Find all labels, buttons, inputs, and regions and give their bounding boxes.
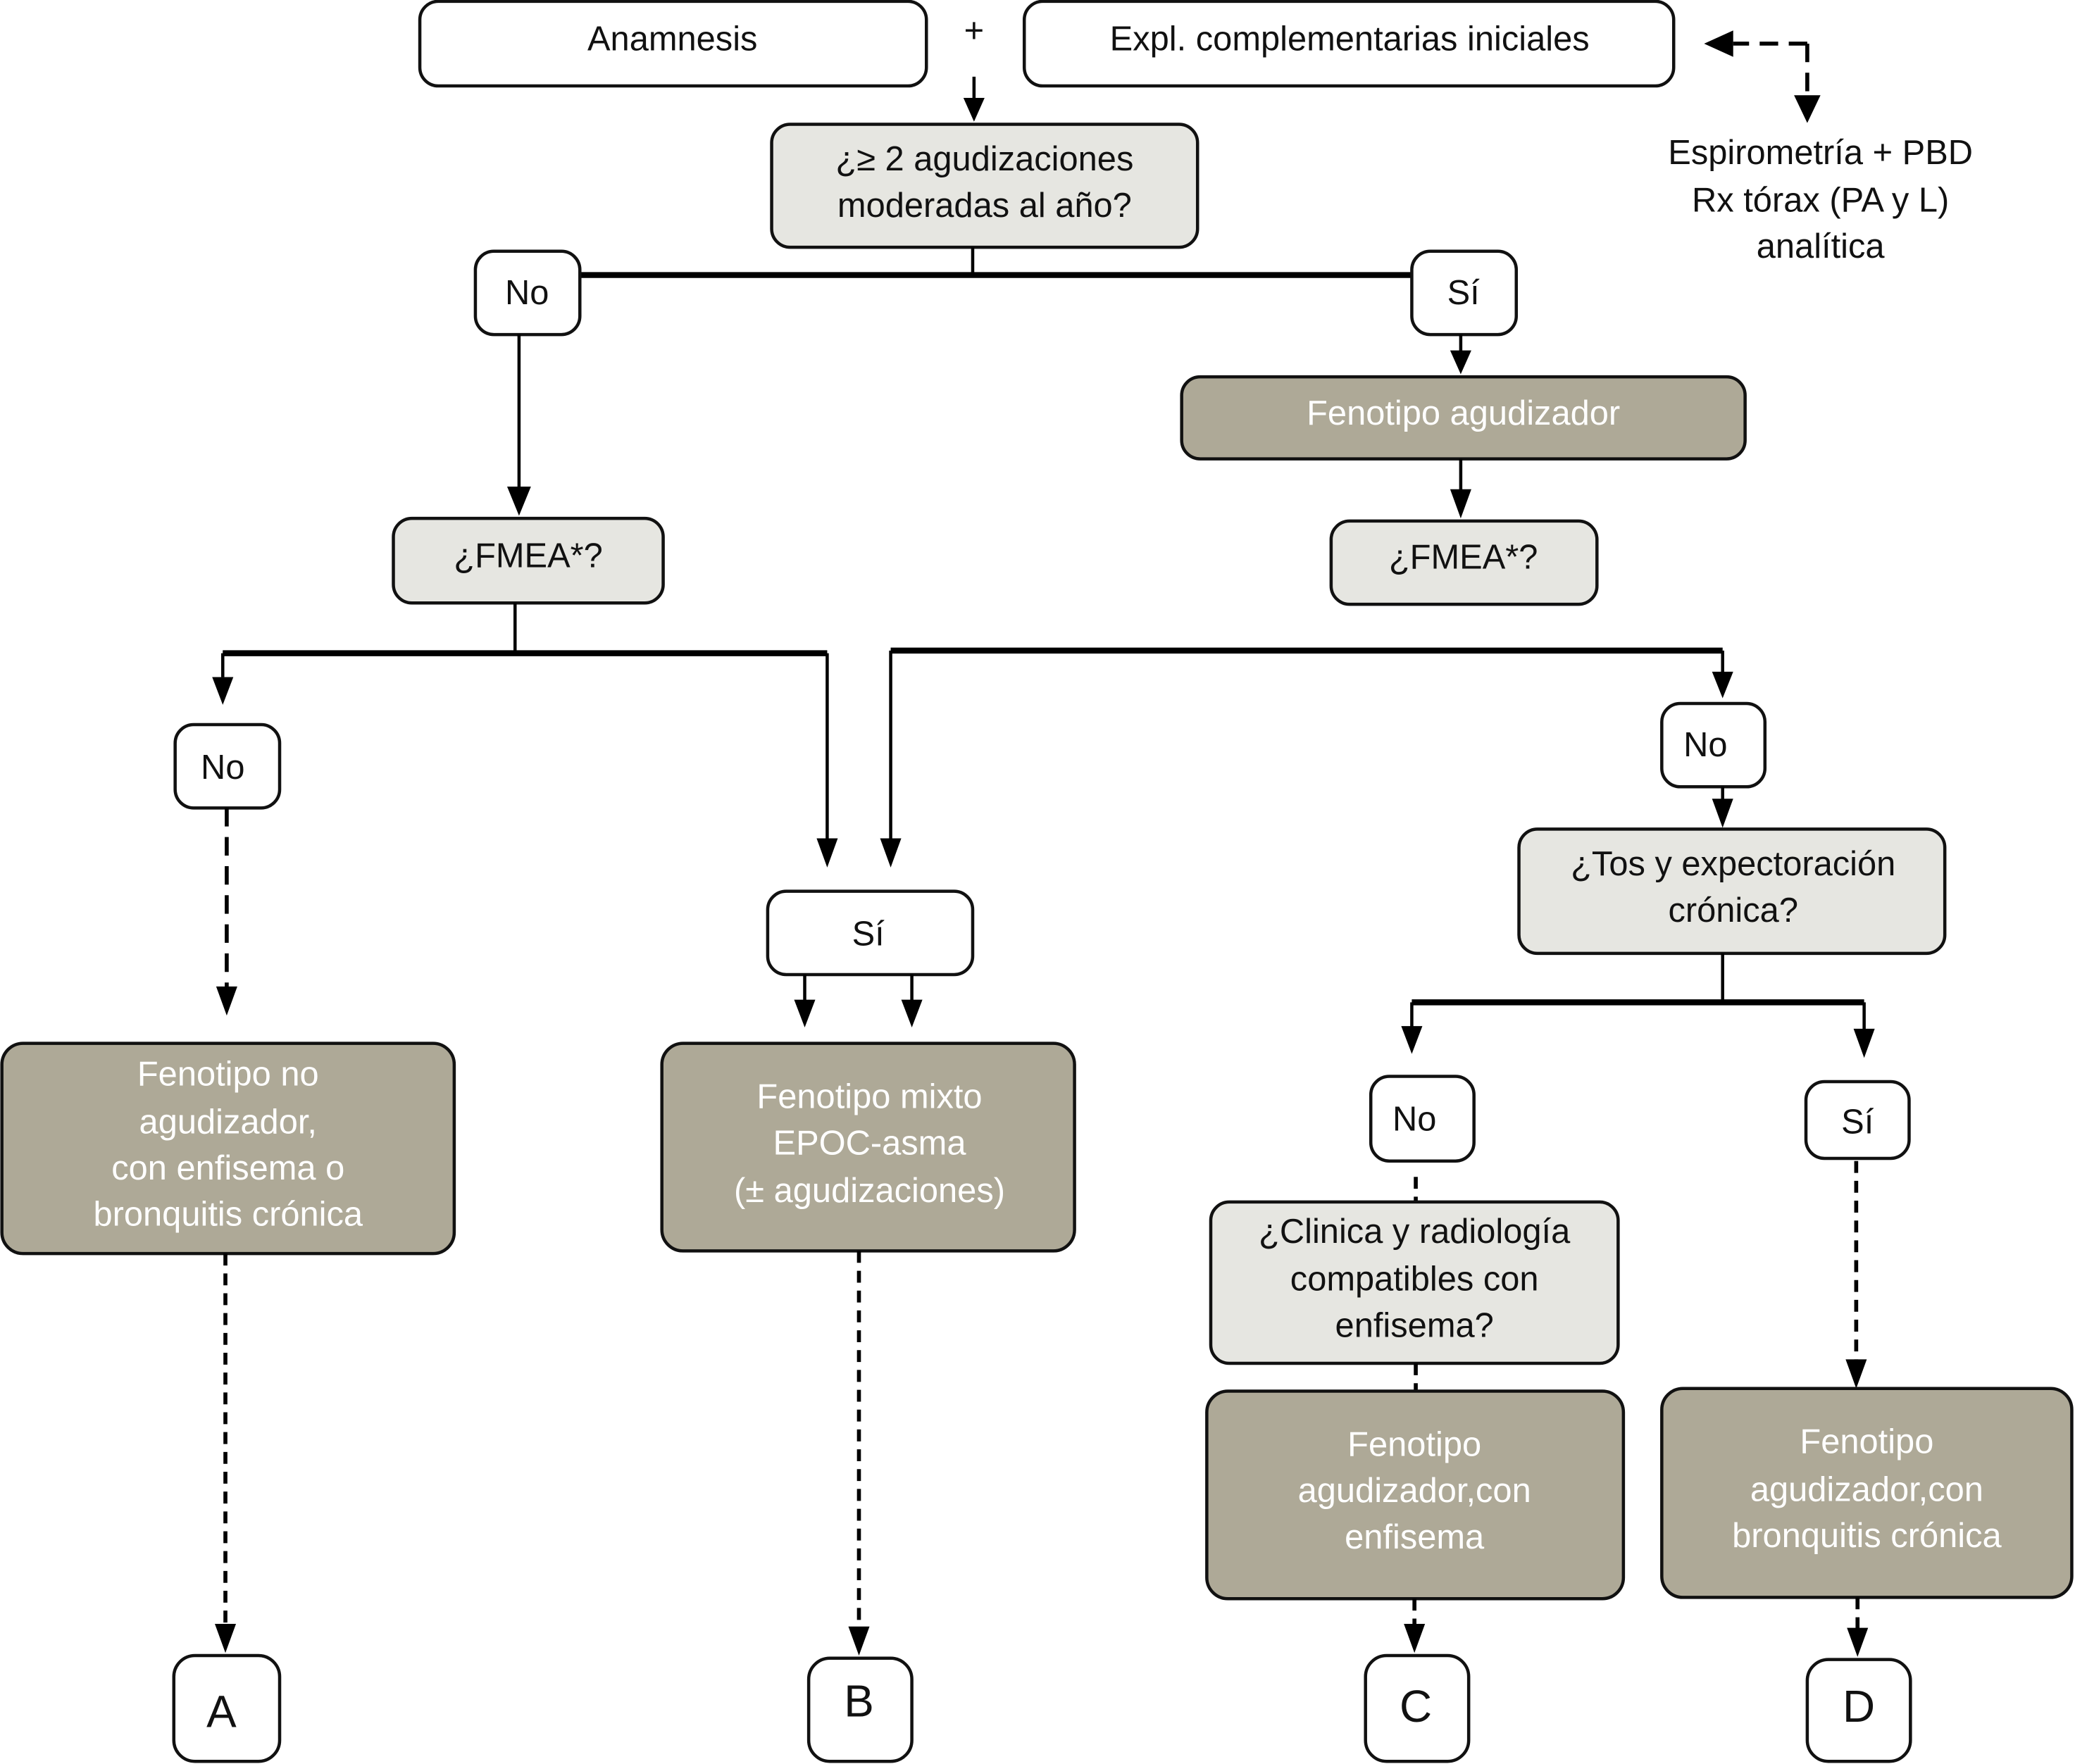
question-line: ¿≥ 2 agudizaciones bbox=[835, 140, 1133, 178]
result-line: Fenotipo bbox=[1800, 1423, 1933, 1461]
result-line: (± agudizaciones) bbox=[734, 1172, 1005, 1210]
arrowhead-down bbox=[1853, 1028, 1875, 1058]
question-line: crónica? bbox=[1668, 892, 1798, 930]
arrowhead-down bbox=[1845, 1359, 1867, 1389]
arrowhead-left bbox=[1704, 30, 1733, 57]
tos-no-node: No bbox=[1369, 1075, 1476, 1163]
connector-top-to-q1 bbox=[963, 76, 985, 122]
arrowhead-down bbox=[216, 986, 237, 1016]
fmea-si-node: Sí bbox=[766, 889, 975, 977]
question-fmea-left: ¿FMEA*? bbox=[392, 516, 665, 605]
endpoint-label: B bbox=[844, 1675, 874, 1726]
result-label: Fenotipo agudizador bbox=[1307, 394, 1620, 432]
si-label: Sí bbox=[852, 915, 885, 953]
arrowhead-down bbox=[1404, 1623, 1426, 1653]
result-line: Fenotipo no bbox=[137, 1056, 319, 1094]
side-note-tests: Espirometría + PBD Rx tórax (PA y L) ana… bbox=[1668, 134, 1973, 265]
question-line: compatibles con bbox=[1290, 1261, 1539, 1299]
arrowhead-down bbox=[1794, 95, 1821, 123]
side-note-line: Espirometría + PBD bbox=[1668, 134, 1973, 172]
q1-no-node: No bbox=[473, 249, 582, 337]
result-line: agudizador, bbox=[139, 1103, 317, 1141]
result-line: con enfisema o bbox=[111, 1149, 344, 1187]
si-label: Sí bbox=[1841, 1103, 1874, 1141]
question-line: enfisema? bbox=[1335, 1306, 1494, 1344]
side-note-line: Rx tórax (PA y L) bbox=[1692, 181, 1949, 219]
arrowhead-down bbox=[1847, 1627, 1869, 1657]
connector-no-to-fmea-left bbox=[506, 334, 531, 516]
result-line: EPOC-asma bbox=[773, 1124, 967, 1162]
side-note-connector bbox=[1704, 30, 1821, 123]
result-line: bronquitis crónica bbox=[1732, 1517, 2002, 1555]
question-clinica-radiologia: ¿Clinica y radiología compatibles con en… bbox=[1209, 1200, 1620, 1365]
side-note-line: analítica bbox=[1757, 227, 1886, 265]
result-line: agudizador,con bbox=[1750, 1470, 1983, 1508]
arrowhead-down bbox=[215, 1623, 237, 1653]
q1-no-label: No bbox=[505, 274, 549, 312]
result-line: bronquitis crónica bbox=[93, 1196, 363, 1234]
endpoint-c: C bbox=[1364, 1653, 1471, 1763]
plus-sign: + bbox=[964, 12, 985, 50]
arrowhead-down bbox=[816, 838, 838, 868]
no-label: No bbox=[1683, 726, 1727, 764]
q1-si-node: Sí bbox=[1410, 249, 1519, 337]
question-label: ¿FMEA*? bbox=[454, 537, 603, 575]
result-fenotipo-no-agudizador: Fenotipo no agudizador, con enfisema o b… bbox=[0, 1041, 456, 1256]
endpoint-d: D bbox=[1805, 1658, 1912, 1763]
anamnesis-label: Anamnesis bbox=[587, 20, 757, 58]
expl-complementarias-label: Expl. complementarias iniciales bbox=[1110, 20, 1590, 58]
endpoint-label: C bbox=[1400, 1681, 1432, 1732]
q1-si-label: Sí bbox=[1447, 274, 1481, 312]
no-label: No bbox=[201, 749, 244, 787]
result-line: Fenotipo mixto bbox=[756, 1078, 982, 1116]
question-tos-expectoracion: ¿Tos y expectoración crónica? bbox=[1517, 827, 1947, 956]
result-line: agudizador,con bbox=[1298, 1472, 1531, 1510]
anamnesis-node: Anamnesis bbox=[418, 0, 928, 88]
result-fenotipo-mixto: Fenotipo mixto EPOC-asma (± agudizacione… bbox=[660, 1041, 1076, 1253]
arrowhead-down bbox=[901, 999, 923, 1028]
fmea-right-no-node: No bbox=[1660, 701, 1767, 789]
question-line: ¿Clinica y radiología bbox=[1259, 1213, 1571, 1251]
tos-si-node: Sí bbox=[1804, 1080, 1911, 1161]
fmea-left-no-node: No bbox=[173, 723, 282, 810]
arrowhead-down bbox=[212, 677, 234, 705]
result-fenotipo-agudizador-bronquitis: Fenotipo agudizador,con bronquitis cróni… bbox=[1660, 1387, 2074, 1599]
result-fenotipo-agudizador-enfisema: Fenotipo agudizador,con enfisema bbox=[1205, 1389, 1626, 1601]
endpoint-label: A bbox=[206, 1686, 237, 1737]
question-agudizaciones: ¿≥ 2 agudizaciones moderadas al año? bbox=[770, 123, 1199, 249]
endpoint-b: B bbox=[806, 1656, 914, 1763]
arrowhead-down bbox=[1712, 799, 1733, 828]
endpoint-label: D bbox=[1843, 1681, 1875, 1732]
question-label: ¿FMEA*? bbox=[1389, 538, 1538, 576]
connector-agudizador-to-fmea-right bbox=[1450, 458, 1471, 519]
question-line: moderadas al año? bbox=[837, 187, 1132, 225]
endpoint-a: A bbox=[172, 1653, 282, 1763]
arrowhead-down bbox=[1712, 671, 1733, 699]
arrowhead-down bbox=[848, 1626, 870, 1656]
result-fenotipo-agudizador: Fenotipo agudizador bbox=[1180, 375, 1747, 461]
arrowhead-down bbox=[794, 999, 816, 1028]
connector-si-to-agudizador bbox=[1450, 334, 1471, 375]
expl-complementarias-node: Expl. complementarias iniciales bbox=[1022, 0, 1676, 88]
no-label: No bbox=[1392, 1101, 1436, 1139]
result-line: enfisema bbox=[1345, 1518, 1485, 1556]
result-line: Fenotipo bbox=[1347, 1425, 1481, 1463]
question-line: ¿Tos y expectoración bbox=[1571, 845, 1895, 883]
arrowhead-down bbox=[880, 838, 902, 868]
arrowhead-down bbox=[1401, 1026, 1423, 1054]
question-fmea-right: ¿FMEA*? bbox=[1329, 519, 1599, 606]
